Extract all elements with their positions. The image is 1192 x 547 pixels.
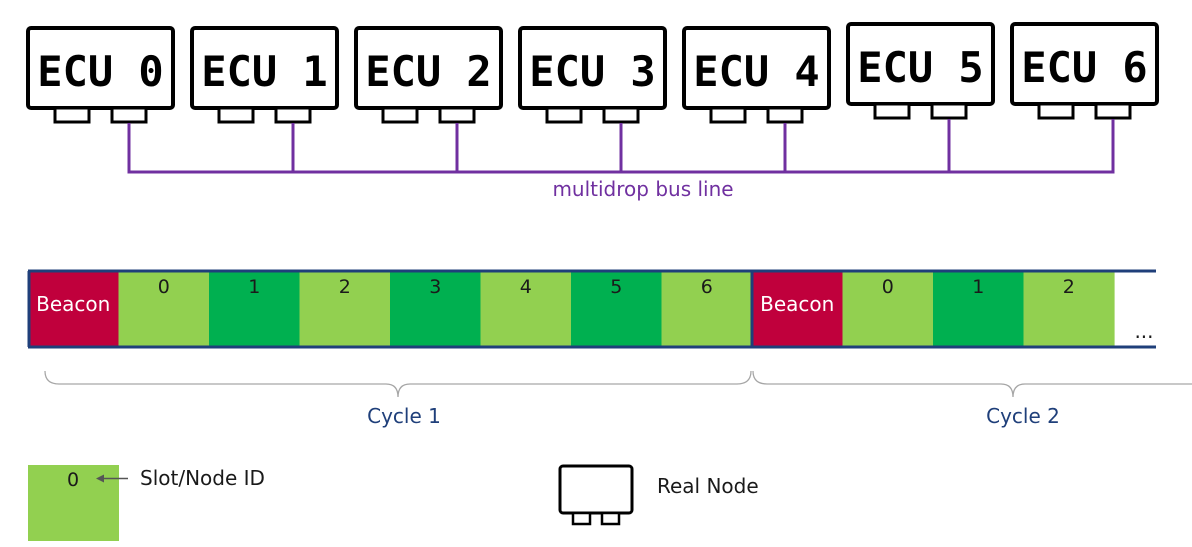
time-slot <box>390 271 482 347</box>
slot-label: 1 <box>248 276 260 298</box>
time-slot <box>209 271 301 347</box>
cycle-label: Cycle 2 <box>986 404 1060 428</box>
ecu-pin <box>381 106 419 124</box>
ecu-node: ECU 1 <box>190 26 339 124</box>
ecu-node: ECU 6 <box>1010 22 1159 120</box>
ecu-pin <box>274 106 312 124</box>
ecu-pin <box>930 102 968 120</box>
ecu-label: ECU 5 <box>857 43 983 92</box>
ecu-box <box>190 26 339 110</box>
time-slot <box>1023 271 1115 347</box>
slot-label: 4 <box>520 276 532 298</box>
time-slot <box>571 271 663 347</box>
ecu-node: ECU 3 <box>518 26 667 124</box>
beacon-label: Beacon <box>760 292 834 316</box>
ecu-box <box>846 22 995 106</box>
timeline-ellipsis: ... <box>1134 319 1153 343</box>
cycle-brace <box>752 370 1192 398</box>
ecu-pin <box>110 106 148 124</box>
time-slot <box>118 271 210 347</box>
arrow-left-icon <box>96 474 128 483</box>
legend: 0 Slot/Node ID Real Node <box>28 464 759 541</box>
ecu-box <box>1010 22 1159 106</box>
legend-node-caption: Real Node <box>657 474 759 498</box>
ecu-label: ECU 6 <box>1021 43 1147 92</box>
ecu-pin <box>873 102 911 120</box>
ecu-node: ECU 5 <box>846 22 995 120</box>
cycle-braces: Cycle 1 Cycle 2 <box>44 370 1192 428</box>
beacon-label: Beacon <box>36 292 110 316</box>
ecu-box <box>354 26 503 110</box>
ecu-label: ECU 1 <box>201 47 327 96</box>
slot-label: 1 <box>972 276 984 298</box>
bus: multidrop bus line <box>127 119 1115 201</box>
beacon-slot <box>28 271 120 347</box>
slot-label: 0 <box>158 276 170 298</box>
ecu-row: ECU 0 ECU 1 ECU 2 ECU 3 ECU 4 ECU 5 ECU 6 <box>26 22 1159 124</box>
ecu-pin <box>602 106 640 124</box>
ecu-node: ECU 2 <box>354 26 503 124</box>
cycle-label: Cycle 1 <box>367 404 441 428</box>
ecu-pin <box>1094 102 1132 120</box>
time-slot <box>299 271 391 347</box>
ecu-label: ECU 0 <box>37 47 163 96</box>
slot-label: 2 <box>339 276 351 298</box>
ecu-node: ECU 0 <box>26 26 175 124</box>
ecu-box <box>518 26 667 110</box>
slot-label: 2 <box>1063 276 1075 298</box>
ecu-label: ECU 2 <box>365 47 491 96</box>
ecu-box <box>682 26 831 110</box>
slot-label: 0 <box>882 276 894 298</box>
legend-slot-caption: Slot/Node ID <box>140 466 265 490</box>
bus-label: multidrop bus line <box>552 177 733 201</box>
ecu-box <box>26 26 175 110</box>
slot-label: 6 <box>701 276 713 298</box>
ecu-pin <box>545 106 583 124</box>
ecu-pin <box>766 106 804 124</box>
time-slot <box>480 271 572 347</box>
cycle-brace <box>44 370 752 398</box>
ecu-label: ECU 3 <box>529 47 655 96</box>
time-slot <box>933 271 1025 347</box>
ecu-pin <box>1037 102 1075 120</box>
ecu-pin <box>217 106 255 124</box>
legend-slot-value: 0 <box>67 469 79 491</box>
time-slot <box>661 271 753 347</box>
real-node-icon <box>558 464 634 526</box>
ecu-pin <box>438 106 476 124</box>
beacon-slot <box>752 271 844 347</box>
slot-label: 3 <box>429 276 441 298</box>
ecu-label: ECU 4 <box>693 47 819 96</box>
ecu-pin <box>53 106 91 124</box>
ecu-node: ECU 4 <box>682 26 831 124</box>
ecu-pin <box>709 106 747 124</box>
slot-label: 5 <box>610 276 622 298</box>
time-slot <box>842 271 934 347</box>
